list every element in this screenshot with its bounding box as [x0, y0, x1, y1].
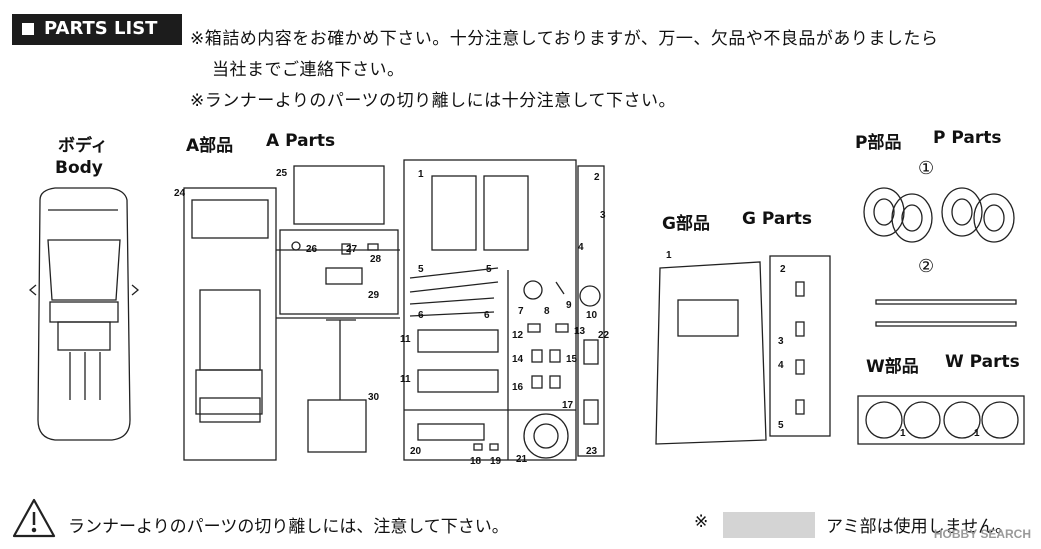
p-tires-illustration: [863, 187, 1017, 327]
a-num-27: 27: [346, 244, 358, 255]
a-num-20: 20: [410, 446, 422, 457]
g-parts-label-en: G Parts: [742, 209, 812, 229]
g-num-5: 5: [778, 420, 784, 431]
note-contact-us: 当社までご連絡下さい。: [212, 60, 405, 80]
w-runner-illustration: [857, 395, 1025, 445]
g-parts-label-jp: G部品: [662, 214, 710, 234]
a-num-12: 12: [512, 330, 524, 341]
a-num-11b: 11: [400, 374, 411, 385]
p-marker-2: ②: [918, 256, 935, 277]
g-num-3a: 3: [778, 336, 784, 347]
a-num-25: 25: [276, 168, 288, 179]
parts-list-header: PARTS LIST: [12, 14, 182, 44]
mesh-note-text: アミ部は使用しません。: [826, 517, 1013, 537]
p-marker-1: ①: [918, 158, 935, 179]
footer-caution-text: ランナーよりのパーツの切り離しには、注意して下さい。: [68, 517, 509, 537]
a-num-18: 18: [470, 456, 482, 467]
a-num-22: 22: [598, 330, 610, 341]
w-part-numbers: 1 1: [900, 428, 980, 439]
note-check-contents: ※箱詰め内容をお確かめ下さい。十分注意しておりますが、万一、欠品や不良品がありま…: [190, 29, 939, 49]
a-num-4: 4: [578, 242, 584, 253]
a-num-10: 10: [586, 310, 598, 321]
a-num-5a: 5: [418, 264, 424, 275]
a-num-24: 24: [174, 188, 186, 199]
a-num-16: 16: [512, 382, 524, 393]
a-num-6b: 6: [484, 310, 490, 321]
g-num-2: 2: [780, 264, 786, 275]
a-num-29: 29: [368, 290, 380, 301]
a-num-1: 1: [418, 169, 424, 180]
w-num-1a: 1: [900, 428, 906, 439]
body-shell-illustration: [28, 187, 140, 441]
a-parts-label-jp: A部品: [186, 136, 234, 156]
a-num-9: 9: [566, 300, 572, 311]
a-num-2: 2: [594, 172, 600, 183]
a-num-5b: 5: [486, 264, 492, 275]
a-num-7: 7: [518, 306, 524, 317]
a-part-numbers: 1 2 3 4 5 5 6 6 7 8 9 10 11 11 12 13 14 …: [174, 168, 610, 467]
a-parts-label-en: A Parts: [266, 131, 336, 151]
parts-list-title: PARTS LIST: [44, 18, 158, 39]
g-runner-illustration: [655, 255, 831, 445]
body-label-jp: ボディ: [58, 136, 108, 156]
watermark-logo: HOBBY SEARCH: [933, 527, 1031, 541]
a-num-28: 28: [370, 254, 382, 265]
warning-triangle-icon: [12, 498, 56, 538]
a-num-26: 26: [306, 244, 318, 255]
w-parts-label-en: W Parts: [945, 352, 1020, 372]
w-num-1b: 1: [974, 428, 980, 439]
a-num-8: 8: [544, 306, 550, 317]
header-underline: [12, 43, 182, 45]
note-runner-care: ※ランナーよりのパーツの切り離しには十分注意して下さい。: [190, 91, 677, 111]
a-num-13: 13: [574, 326, 586, 337]
mesh-swatch: [723, 512, 815, 538]
p-parts-label-en: P Parts: [933, 128, 1002, 148]
a-num-15: 15: [566, 354, 578, 365]
a-num-23: 23: [586, 446, 598, 457]
a-num-11a: 11: [400, 334, 411, 345]
g-num-4: 4: [778, 360, 784, 371]
body-label-en: Body: [55, 158, 103, 178]
a-num-3: 3: [600, 210, 606, 221]
square-bullet-icon: [22, 23, 34, 35]
mesh-note-mark: ※: [694, 512, 709, 532]
g-num-1: 1: [666, 250, 672, 261]
a-runner-frame: [183, 159, 605, 461]
g-part-numbers: 1 2 3 3 4 5: [666, 250, 786, 431]
a-num-17: 17: [562, 400, 574, 411]
a-parts-illustrations: [191, 175, 601, 459]
a-num-30: 30: [368, 392, 380, 403]
a-num-21: 21: [516, 454, 528, 465]
a-num-6a: 6: [418, 310, 424, 321]
a-num-14: 14: [512, 354, 524, 365]
w-parts-label-jp: W部品: [866, 357, 919, 377]
a-num-19: 19: [490, 456, 502, 467]
p-parts-label-jp: P部品: [855, 133, 902, 153]
